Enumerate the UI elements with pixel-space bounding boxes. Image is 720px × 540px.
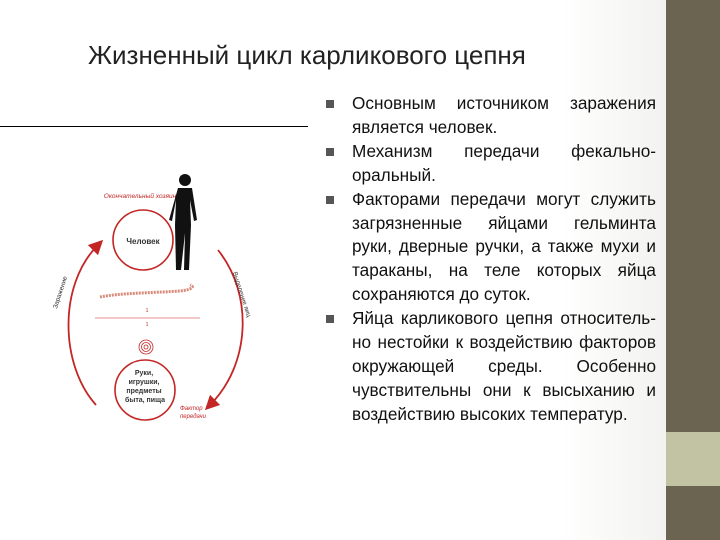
human-node-circle [112, 209, 174, 271]
stage-mark-top: 1 [146, 308, 149, 314]
left-cycle-arc [67, 239, 104, 406]
life-cycle-diagram: Окончательный хозяин Человек Заражение В… [52, 174, 252, 421]
bullet-text: Факторами передачи могут служить загрязн… [352, 188, 656, 305]
bullet-item: Факторами передачи могут служить загрязн… [326, 188, 656, 308]
bullet-list: Основным источником заражения является ч… [326, 92, 656, 427]
tapeworm-icon [99, 283, 194, 299]
factor-line: передачи [180, 414, 207, 420]
bullet-marker-icon [326, 315, 334, 324]
human-node-label: Человек [126, 237, 160, 246]
side-decor-accent [666, 432, 720, 486]
bullet-text: Основным источником заражения является ч… [352, 93, 656, 137]
hands-node-circle [114, 359, 176, 421]
hands-node-line: предметы [126, 388, 161, 395]
bullet-marker-icon [326, 147, 334, 156]
bullet-marker-icon [326, 100, 334, 108]
divider-line [0, 126, 308, 127]
hands-node-line: Руки, [135, 370, 153, 377]
human-figure-icon [169, 174, 197, 270]
hands-node-line: быта, пища [125, 396, 165, 404]
left-arc-label: Заражение [52, 275, 69, 309]
hands-node-line: игрушки, [129, 379, 160, 386]
slide-background [0, 0, 666, 540]
bullet-marker-icon [326, 195, 334, 204]
bullet-item: Основным источником заражения является ч… [326, 92, 656, 140]
definitive-host-label: Окончательный хозяин [104, 192, 177, 200]
bullet-item: Механизм передачи фекально-оральный. [326, 140, 656, 188]
slide-title: Жизненный цикл карликового цепня [88, 40, 526, 70]
transmission-factor-label: Фактор передачи [180, 406, 207, 420]
right-cycle-arc [204, 249, 244, 411]
stage-mark-bottom: 1 [146, 322, 149, 328]
egg-icon [138, 339, 154, 355]
bullet-text: Яйца карликового цепня относитель-но нес… [352, 308, 656, 424]
bullet-item: Яйца карликового цепня относитель-но нес… [326, 307, 656, 427]
hands-node-label: Руки, игрушки, предметы быта, пища [125, 370, 165, 404]
factor-line: Фактор [180, 406, 203, 412]
bullet-text: Механизм передачи фекально-оральный. [352, 140, 656, 185]
